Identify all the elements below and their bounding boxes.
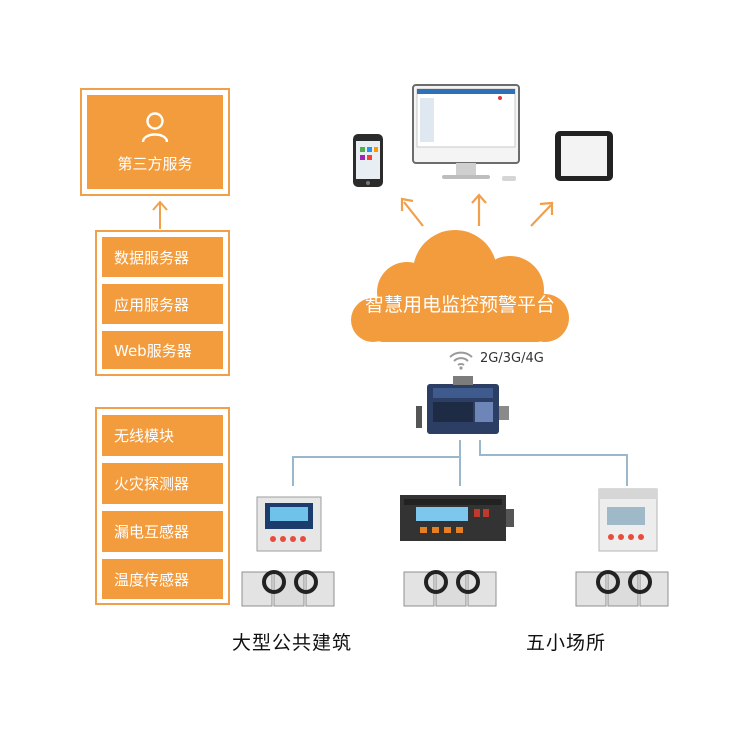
user-icon (141, 111, 169, 142)
sensor-cluster (575, 570, 669, 607)
tablet-icon (555, 131, 613, 181)
server-item: 数据服务器 (102, 237, 223, 277)
site-label-small-venues: 五小场所 (526, 632, 607, 654)
arrow-icon (530, 201, 554, 227)
servers-frame (95, 230, 230, 376)
gateway-device (416, 376, 509, 434)
arrow-up-icon (152, 200, 168, 229)
phone-icon (353, 134, 383, 187)
sensor-item: 漏电互感器 (102, 511, 223, 552)
arrow-icon (400, 197, 424, 227)
meter-device-2 (400, 495, 514, 541)
third-party-frame (80, 88, 230, 196)
server-item: 应用服务器 (102, 284, 223, 324)
network-label: 2G/3G/4G (480, 351, 544, 366)
wifi-icon (449, 351, 473, 370)
cloud-icon (351, 230, 569, 342)
sensor-item: 温度传感器 (102, 559, 223, 599)
arrow-icon (471, 193, 487, 226)
sensor-cluster (241, 570, 335, 607)
site-label-public-building: 大型公共建筑 (232, 632, 353, 654)
meter-device-1 (256, 496, 322, 552)
third-party-label: 第三方服务 (117, 154, 193, 173)
third-party-box: 第三方服务 (87, 95, 223, 189)
sensor-item: 无线模块 (102, 415, 223, 456)
connection-lines (292, 440, 628, 486)
server-item: Web服务器 (102, 331, 223, 369)
platform-label: 智慧用电监控预警平台 (364, 294, 555, 316)
sensor-item: 火灾探测器 (102, 463, 223, 504)
meter-device-3 (598, 488, 658, 552)
monitor-icon (412, 84, 520, 181)
sensors-frame (95, 407, 230, 605)
sensor-cluster (403, 570, 497, 607)
